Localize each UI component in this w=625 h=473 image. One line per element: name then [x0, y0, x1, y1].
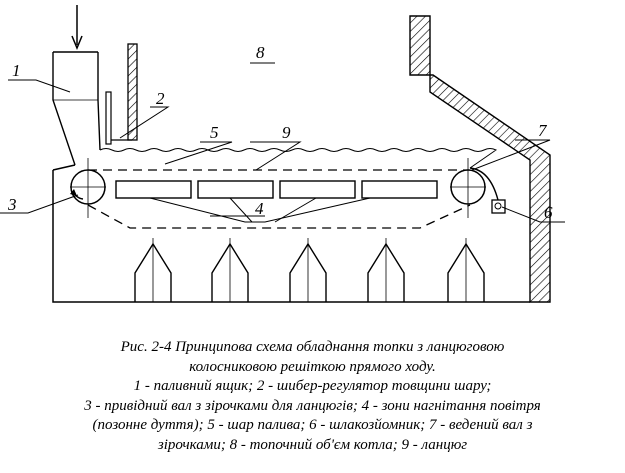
label-2: 2: [156, 89, 165, 108]
air-ducts: [134, 238, 485, 302]
caption-line-6: зірочками; 8 - топочний об'єм котла; 9 -…: [157, 436, 468, 453]
damper-regulator: [105, 43, 138, 145]
fuel-hopper: [52, 51, 101, 166]
label-4: 4: [255, 199, 264, 218]
caption-line-2: колосниковою решіткою прямого ходу.: [189, 358, 436, 375]
caption-line-5: (позонне дуття); 5 - шар палива; 6 - шла…: [92, 417, 533, 433]
grate-casing: [52, 164, 530, 303]
air-zones: [115, 180, 438, 199]
label-3: 3: [7, 195, 17, 214]
drive-shaft: [70, 158, 106, 218]
fuel-layer: [99, 148, 497, 169]
label-8: 8: [256, 43, 265, 62]
caption-line-1: Рис. 2-4 Принципова схема обладнання топ…: [120, 339, 505, 355]
figure-caption: Рис. 2-4 Принципова схема обладнання топ…: [0, 338, 625, 455]
chain-loop: [87, 169, 471, 229]
fuel-feed-arrow: [71, 5, 83, 50]
slag-remover: [469, 167, 506, 214]
furnace-diagram: 1 2 3 4 5 6 7 8 9: [0, 5, 565, 303]
label-9: 9: [282, 123, 291, 142]
leader-lines: [0, 62, 565, 223]
label-1: 1: [12, 61, 21, 80]
caption-line-4: 3 - привідний вал з зірочками для ланцюг…: [84, 397, 541, 414]
furnace-wall: [409, 15, 551, 303]
caption-line-3: 1 - паливний ящик; 2 - шибер-регулятор т…: [133, 378, 492, 394]
label-5: 5: [210, 123, 219, 142]
driven-shaft: [450, 158, 486, 218]
label-7: 7: [538, 121, 548, 140]
label-6: 6: [544, 203, 553, 222]
